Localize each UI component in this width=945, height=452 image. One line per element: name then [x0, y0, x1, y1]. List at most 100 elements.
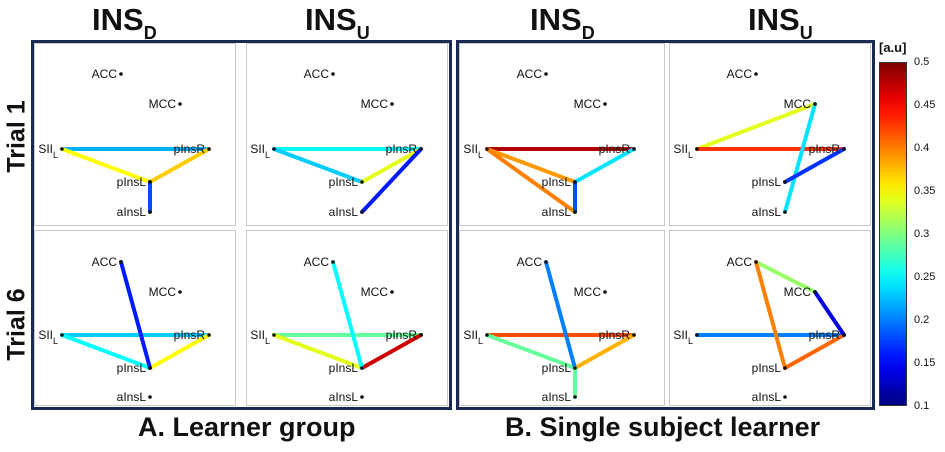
colorbar-tick-label: 0.2 — [914, 314, 930, 326]
edge-pInsR-aInsL — [360, 147, 423, 214]
node-label-SII: SIIL — [38, 328, 58, 346]
node-pInsR-dot — [842, 147, 846, 151]
node-label-aInsL: aInsL — [329, 390, 359, 404]
node-label-ACC: ACC — [92, 255, 118, 269]
node-label-pInsL: pInsL — [117, 361, 147, 375]
node-aInsL-dot — [148, 395, 152, 399]
edge-pInsL-pInsR — [573, 333, 636, 370]
edge-SII-pInsL — [272, 147, 364, 184]
node-ACC-dot — [331, 260, 335, 264]
node-label-pInsL: pInsL — [752, 361, 782, 375]
node-SII-dot — [60, 147, 64, 151]
single-subject-box — [456, 40, 875, 410]
node-label-SII: SIIL — [673, 142, 693, 160]
node-label-MCC: MCC — [574, 97, 602, 111]
node-aInsL-dot — [573, 395, 577, 399]
node-label-pInsR: pInsR — [174, 142, 206, 156]
node-MCC-dot — [178, 290, 182, 294]
node-ACC-dot — [754, 260, 758, 264]
node-ACC-dot — [119, 260, 123, 264]
column-header-main: INS — [92, 2, 144, 37]
node-pInsL-dot — [148, 180, 152, 184]
edge-SII-aInsL — [485, 147, 577, 214]
node-label-MCC: MCC — [784, 97, 812, 111]
edge-MCC-pInsR — [813, 290, 846, 337]
caption-single-subject: B. Single subject learner — [505, 412, 821, 442]
edge-SII-MCC — [695, 102, 817, 151]
node-aInsL-dot — [573, 210, 577, 214]
node-label-MCC: MCC — [784, 285, 812, 299]
colorbar-tick-label: 0.25 — [914, 271, 936, 283]
node-pInsR-dot — [207, 333, 211, 337]
node-pInsR-dot — [632, 147, 636, 151]
edge-pInsL-pInsR — [360, 147, 423, 184]
edge-ACC-pInsL — [331, 260, 364, 370]
colorbar-tick-label: 0.35 — [914, 185, 936, 197]
node-label-aInsL: aInsL — [542, 205, 572, 219]
edge-pInsL-pInsR — [783, 333, 846, 370]
node-label-SII: SIIL — [250, 328, 270, 346]
colorbar-unit: [a.u] — [879, 40, 907, 55]
column-header-main: INS — [748, 2, 800, 37]
node-MCC-dot — [603, 102, 607, 106]
node-aInsL-dot — [148, 210, 152, 214]
learner-group-box — [31, 40, 452, 410]
node-SII-dot — [485, 333, 489, 337]
node-label-ACC: ACC — [304, 255, 330, 269]
node-SII-dot — [695, 147, 699, 151]
column-header-main: INS — [305, 2, 357, 37]
node-label-ACC: ACC — [727, 255, 753, 269]
column-header-sub: D — [143, 23, 157, 43]
node-SII-dot — [485, 147, 489, 151]
node-ACC-dot — [544, 72, 548, 76]
node-MCC-dot — [813, 102, 817, 106]
colorbar-tick-label: 0.4 — [914, 142, 930, 154]
node-label-aInsL: aInsL — [752, 205, 782, 219]
node-ACC-dot — [754, 72, 758, 76]
edge-MCC-aInsL — [783, 102, 817, 214]
node-pInsL-dot — [360, 366, 364, 370]
node-pInsL-dot — [148, 366, 152, 370]
column-header-sub: U — [356, 23, 370, 43]
edge-SII-pInsL — [60, 333, 152, 370]
node-pInsR-dot — [842, 333, 846, 337]
node-pInsL-dot — [573, 366, 577, 370]
node-label-ACC: ACC — [304, 67, 330, 81]
node-pInsR-dot — [419, 333, 423, 337]
edge-pInsL-pInsR — [148, 147, 211, 184]
column-header-main: INS — [530, 2, 582, 37]
node-label-pInsR: pInsR — [174, 328, 206, 342]
node-label-pInsL: pInsL — [329, 175, 359, 189]
colorbar-tick-label: 0.5 — [914, 56, 930, 68]
node-aInsL-dot — [360, 395, 364, 399]
edge-pInsL-pInsR — [783, 147, 846, 184]
node-label-pInsR: pInsR — [809, 328, 841, 342]
node-SII-dot — [60, 333, 64, 337]
node-aInsL-dot — [783, 395, 787, 399]
node-label-pInsR: pInsR — [599, 328, 631, 342]
edge-ACC-pInsL — [119, 260, 152, 370]
node-aInsL-dot — [783, 210, 787, 214]
edge-ACC-pInsL — [754, 260, 787, 370]
column-header-2: INSU — [305, 2, 370, 43]
node-pInsL-dot — [360, 180, 364, 184]
node-label-pInsL: pInsL — [542, 361, 572, 375]
node-MCC-dot — [603, 290, 607, 294]
edge-ACC-MCC — [754, 260, 817, 294]
node-label-MCC: MCC — [361, 285, 389, 299]
node-MCC-dot — [390, 102, 394, 106]
colorbar-tick-label: 0.15 — [914, 357, 936, 369]
node-pInsR-dot — [207, 147, 211, 151]
node-SII-dot — [272, 147, 276, 151]
